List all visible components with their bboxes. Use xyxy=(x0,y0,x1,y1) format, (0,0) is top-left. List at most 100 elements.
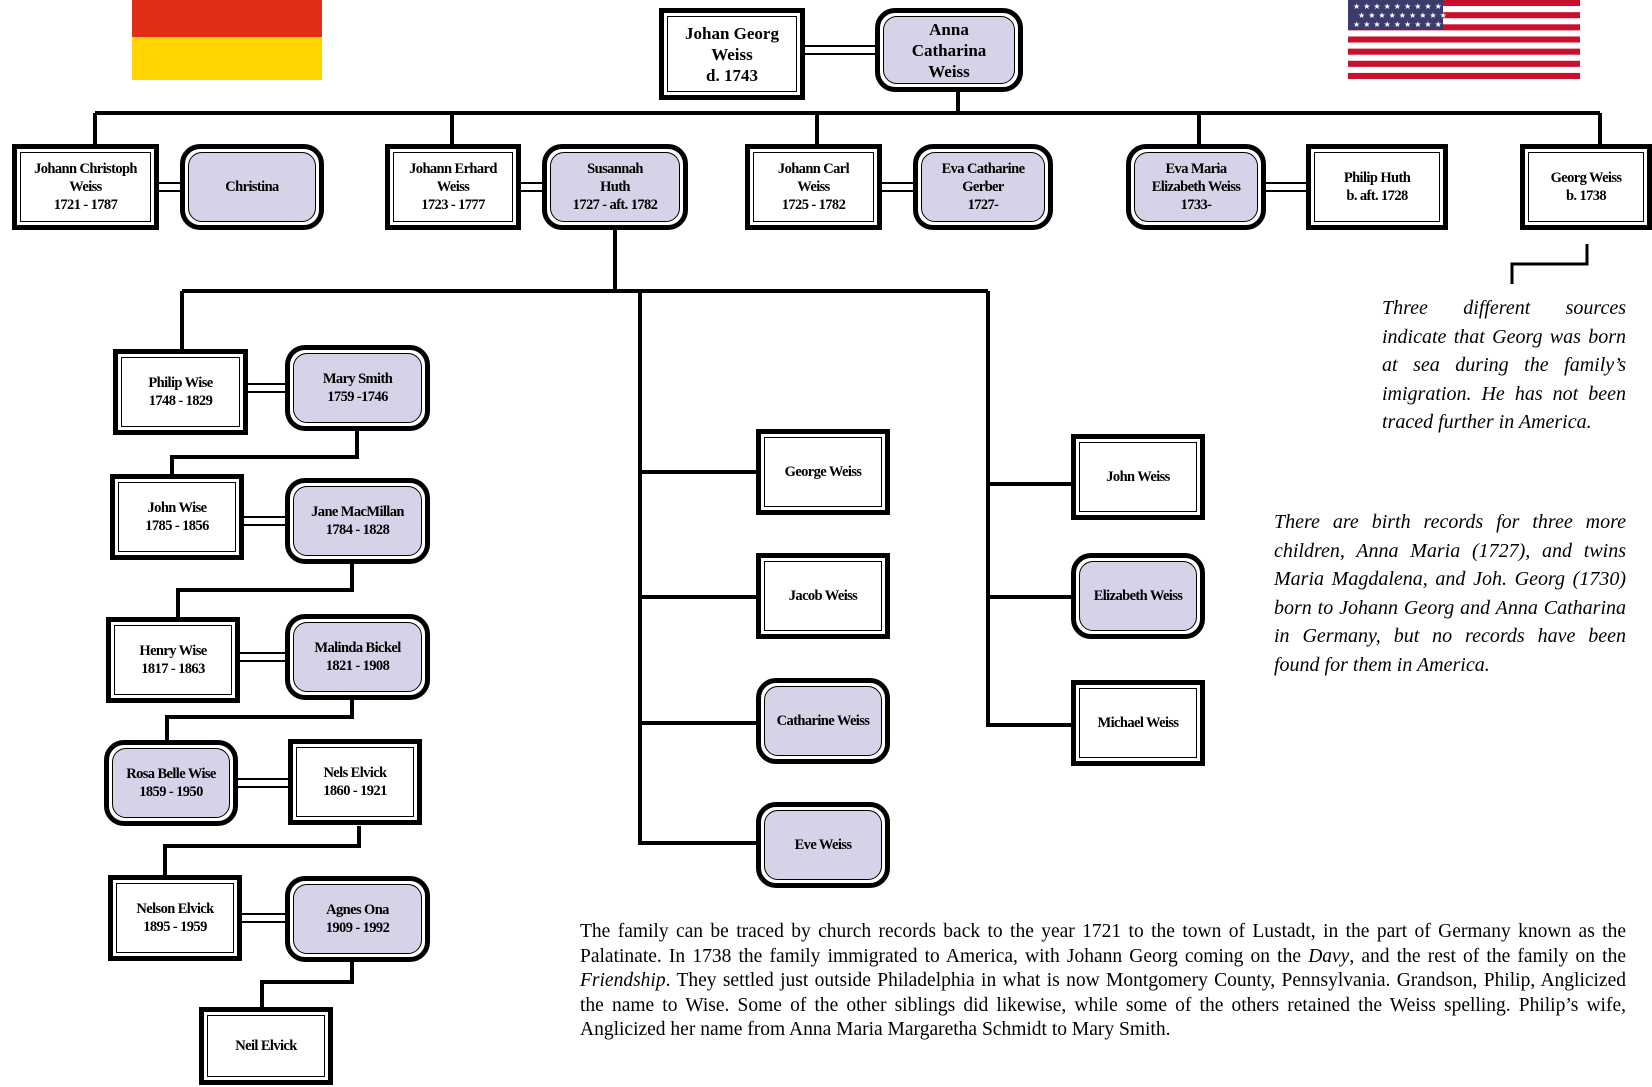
usa-flag-star: ★ xyxy=(1373,20,1380,29)
person-name: Philip Huth xyxy=(1343,170,1411,186)
person-box-inner-border xyxy=(1314,152,1440,222)
person-name: Anna xyxy=(929,19,969,39)
person-box-inner-border xyxy=(296,747,414,817)
person-name: Eve Weiss xyxy=(794,837,852,853)
person-detail: 1727- xyxy=(967,197,999,213)
usa-flag-star: ★ xyxy=(1353,20,1360,29)
usa-flag-star: ★ xyxy=(1429,11,1436,20)
person-label: Eve Weiss xyxy=(795,836,852,854)
usa-flag-star: ★ xyxy=(1414,2,1421,11)
person-label: George Weiss xyxy=(785,463,862,481)
usa-flag-star: ★ xyxy=(1384,2,1391,11)
person-detail: 1895 - 1959 xyxy=(143,919,207,935)
usa-flag-star: ★ xyxy=(1424,20,1431,29)
usa-flag-star: ★ xyxy=(1399,11,1406,20)
person-box-inner-border xyxy=(1079,688,1197,758)
person-detail: b. 1738 xyxy=(1565,188,1607,204)
person-detail: Weiss xyxy=(797,179,830,195)
ship-davy: Davy xyxy=(1308,945,1350,967)
person-name: Eva Maria xyxy=(1165,161,1227,177)
person-box-inner-border xyxy=(393,152,513,222)
person-detail: 1748 - 1829 xyxy=(148,393,213,409)
person-detail: 1784 - 1828 xyxy=(325,522,390,538)
person-box-christina: Christina xyxy=(180,144,324,230)
person-detail: d. 1743 xyxy=(706,65,758,85)
usa-flag-stripe xyxy=(1348,24,1580,31)
person-label: Elizabeth Weiss xyxy=(1094,587,1183,605)
person-box-inner-border xyxy=(550,152,680,222)
usa-flag-stripe xyxy=(1348,66,1580,74)
person-name: Rosa Belle Wise xyxy=(126,766,216,782)
person-box-inner-border xyxy=(293,622,422,692)
descent-line-rosa-nels xyxy=(163,826,361,875)
germany-flag-red-stripe xyxy=(132,0,322,37)
person-name: Catharine Weiss xyxy=(776,713,870,729)
person-box-inner-border xyxy=(112,748,230,818)
birth-records-note: There are birth records for three more c… xyxy=(1274,511,1626,676)
person-detail: 1721 - 1787 xyxy=(53,197,118,213)
person-box-inner-border xyxy=(207,1015,325,1077)
usa-flag-stripe xyxy=(1348,12,1580,19)
person-detail: 1785 - 1856 xyxy=(145,518,209,534)
person-box-inner-border xyxy=(764,810,882,880)
person-box-catharine-weiss: Catharine Weiss xyxy=(756,678,890,764)
person-label: Jacob Weiss xyxy=(788,587,858,605)
person-box-john-weiss: John Weiss xyxy=(1071,434,1205,520)
usa-flag-star: ★ xyxy=(1414,20,1421,29)
usa-flag-graphic: ★★★★★★★★★★★★★★★★★★★★★★★★★★★ xyxy=(1348,0,1580,79)
person-detail: Gerber xyxy=(962,179,1004,195)
person-box-inner-border xyxy=(188,152,316,222)
person-name: Henry Wise xyxy=(139,643,207,659)
usa-flag-star: ★ xyxy=(1394,20,1401,29)
usa-flag-star: ★ xyxy=(1424,2,1431,11)
person-detail: 1727 - aft. 1782 xyxy=(572,197,658,213)
person-box-inner-border xyxy=(764,437,882,507)
person-detail: 1909 - 1992 xyxy=(325,920,390,936)
descent-line-john-jane xyxy=(176,564,354,617)
person-box-inner-border xyxy=(667,16,797,92)
person-detail: Catharina xyxy=(911,40,987,60)
usa-flag-star: ★ xyxy=(1363,2,1370,11)
usa-flag-star: ★ xyxy=(1404,20,1411,29)
descent-line-philip-mary xyxy=(170,431,359,474)
person-detail: 1733- xyxy=(1180,197,1212,213)
usa-flag-stripe xyxy=(1348,42,1580,49)
usa-flag-star: ★ xyxy=(1384,20,1391,29)
person-box-inner-border xyxy=(764,686,882,756)
usa-flag-star: ★ xyxy=(1394,2,1401,11)
germany-flag xyxy=(132,0,322,80)
person-box-inner-border xyxy=(116,883,234,953)
person-label: John Weiss xyxy=(1106,468,1170,486)
usa-flag-star: ★ xyxy=(1353,2,1360,11)
usa-flag-star: ★ xyxy=(1358,11,1365,20)
person-name: Jacob Weiss xyxy=(788,588,858,604)
person-box-inner-border xyxy=(764,561,882,631)
person-name: Johann Erhard xyxy=(409,161,497,177)
usa-flag-stripe xyxy=(1348,6,1580,13)
person-detail: 1821 - 1908 xyxy=(325,658,390,674)
person-detail: Elizabeth Weiss xyxy=(1151,179,1241,195)
usa-flag-stripe xyxy=(1348,48,1580,55)
person-name: Johan Georg xyxy=(685,23,779,43)
usa-flag-stripe xyxy=(1348,60,1580,68)
